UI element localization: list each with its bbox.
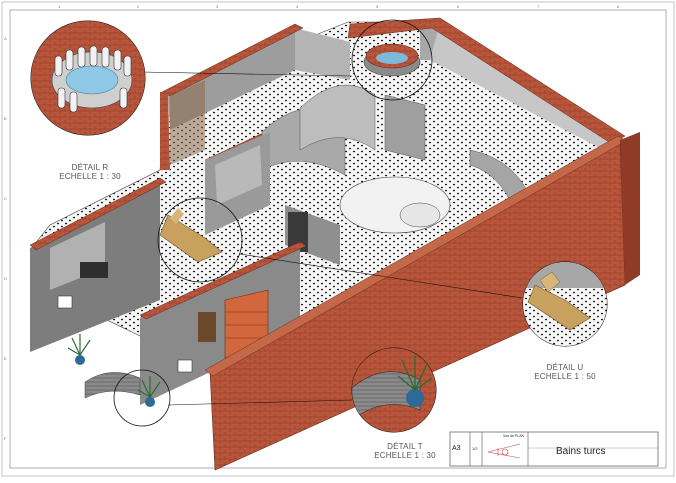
detail-r-inset — [30, 20, 146, 136]
entrance-steps — [84, 372, 141, 399]
col-label: 5 — [376, 4, 379, 9]
detail-t-marker — [113, 369, 171, 427]
detail-t-label: DÉTAIL T ECHELLE 1 : 30 — [360, 442, 450, 460]
col-label: 1 — [58, 4, 61, 9]
plant-pot-left — [75, 355, 85, 365]
row-label: C — [4, 196, 7, 201]
inner-frame — [9, 9, 667, 469]
sheet-ref: 1/2 — [472, 446, 478, 451]
door-center — [288, 212, 308, 252]
wall-cap-right — [347, 17, 626, 145]
furniture-box — [80, 262, 108, 278]
row-label: F — [4, 436, 7, 441]
detail-u-name: DÉTAIL U — [546, 363, 584, 372]
col-label: 8 — [617, 4, 620, 9]
detail-u-inset — [522, 261, 608, 347]
central-pool — [339, 176, 451, 234]
col-label: 2 — [137, 4, 140, 9]
arched-wall-2 — [299, 84, 376, 151]
detail-u-marker — [157, 197, 243, 283]
detail-t-scale: ECHELLE 1 : 30 — [374, 451, 436, 460]
col-label: 4 — [296, 4, 299, 9]
row-label: B — [4, 116, 7, 121]
detail-r-scale: ECHELLE 1 : 30 — [59, 172, 121, 181]
col-label: 6 — [457, 4, 460, 9]
row-label: D — [4, 276, 7, 281]
window-left — [57, 295, 73, 309]
detail-r-marker — [351, 19, 433, 101]
detail-u-scale: ECHELLE 1 : 50 — [534, 372, 596, 381]
detail-r-name: DÉTAIL R — [71, 163, 109, 172]
building-model — [29, 17, 640, 471]
sheet-size: A3 — [452, 445, 461, 452]
detail-t-name: DÉTAIL T — [387, 442, 423, 451]
row-label: A — [4, 36, 7, 41]
title-block — [449, 431, 659, 467]
door-sauna — [198, 312, 216, 342]
lounger-1 — [159, 214, 223, 263]
col-label: 7 — [537, 4, 540, 9]
detail-t-inset — [351, 347, 437, 433]
back-wall-inner — [295, 28, 350, 80]
row-label: E — [4, 356, 7, 361]
col-label: 3 — [216, 4, 219, 9]
detail-r-label: DÉTAIL R ECHELLE 1 : 30 — [45, 163, 135, 181]
right-end-wall — [620, 132, 640, 285]
view-label: Vue de PLAN — [503, 434, 525, 438]
plant-pot-right — [145, 397, 155, 407]
detail-u-label: DÉTAIL U ECHELLE 1 : 50 — [520, 363, 610, 381]
drawing-title: Bains turcs — [556, 446, 606, 457]
